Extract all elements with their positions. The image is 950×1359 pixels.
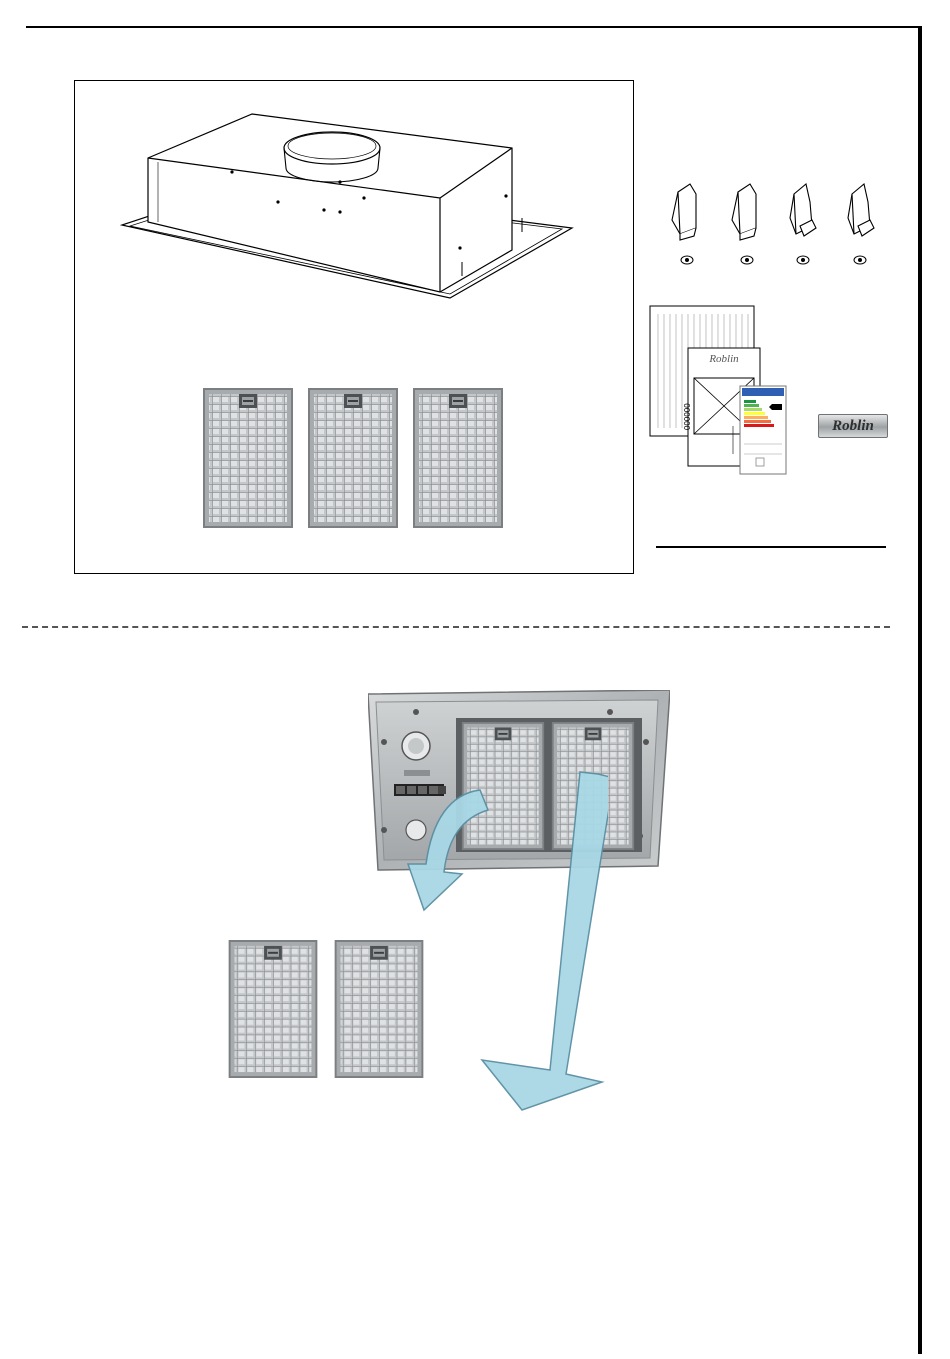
top-border-line [26,26,920,28]
signature-line [656,546,886,548]
grease-filter-1 [202,388,294,528]
grease-filter-3 [412,388,504,528]
mounting-brackets [660,180,890,270]
removed-filter-1 [228,940,318,1078]
leaflet-code: 000000 [682,390,694,430]
card-logo: Roblin [700,350,748,368]
brand-badge-text: Roblin [832,418,874,434]
grease-filter-2 [307,388,399,528]
documentation-pack [648,304,788,476]
leaflet-code-text: 000000 [683,403,692,430]
card-logo-text: Roblin [709,353,738,365]
removed-filter-2 [334,940,424,1078]
hood-drawing [110,100,580,310]
dashed-separator [22,626,890,628]
right-border-line [918,26,922,1354]
removal-arrow-right [478,768,608,1120]
brand-badge: Roblin [818,414,888,438]
